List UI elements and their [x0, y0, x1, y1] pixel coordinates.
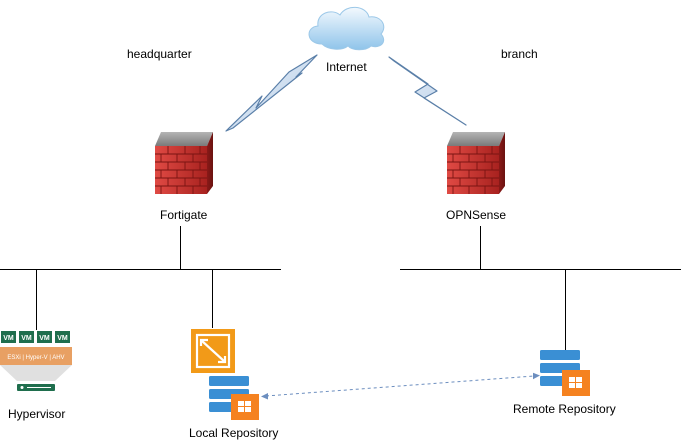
cloud-icon [308, 6, 385, 51]
lightning-bolt-right-icon [388, 56, 467, 126]
opnsense-label: OPNSense [446, 208, 507, 222]
internet-label: Internet [326, 60, 367, 74]
local-repository-label: Local Repository [189, 426, 279, 440]
firewall-fortigate-icon [155, 132, 213, 194]
veeam-proxy-icon [191, 329, 235, 373]
arrowhead-left-icon [261, 393, 268, 400]
arrowhead-right-icon [533, 372, 540, 380]
replication-link [261, 372, 540, 400]
remote-repository-icon [540, 350, 590, 396]
hypervisor-label: Hypervisor [8, 407, 66, 421]
vm-label-3: VM [39, 335, 50, 342]
lightning-bolt-left-icon [225, 54, 318, 132]
headquarter-label: headquarter [127, 47, 192, 61]
vm-label-2: VM [21, 335, 32, 342]
firewall-opnsense-icon [447, 132, 505, 194]
branch-label: branch [501, 47, 538, 61]
remote-repository-label: Remote Repository [513, 402, 616, 416]
hypervisor-icon: VM VM VM VM ESXi | Hyper-V | AHV [0, 331, 72, 391]
hypervisor-platforms-label: ESXi | Hyper-V | AHV [7, 355, 64, 361]
local-repository-icon [209, 376, 259, 420]
fortigate-label: Fortigate [160, 208, 208, 222]
windows-logo-icon [569, 377, 582, 388]
vm-label-4: VM [57, 335, 68, 342]
vm-label-1: VM [3, 335, 14, 342]
windows-logo-icon [238, 401, 251, 412]
